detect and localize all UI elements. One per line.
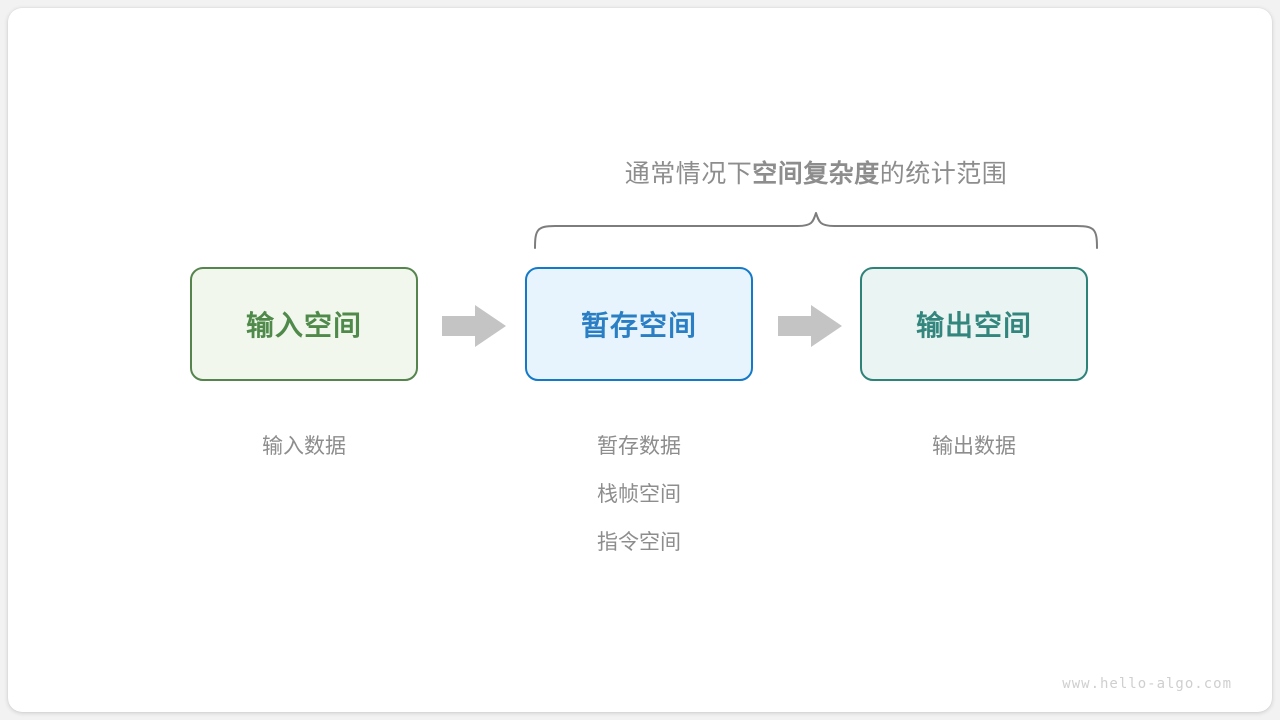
box-temp-space-label: 暂存空间 [580,310,697,341]
label-temp-0: 暂存数据 [597,435,681,458]
labels-input-column: 输入数据 [190,423,418,471]
label-temp-1: 栈帧空间 [597,483,681,506]
label-temp-2: 指令空间 [597,531,681,554]
label-output-0: 输出数据 [932,435,1016,458]
box-output-space[interactable]: 输出空间 [860,267,1088,381]
caption-emphasis: 空间复杂度 [752,160,880,188]
curly-brace-icon [534,212,1098,249]
arrow-right-icon-1 [442,305,506,347]
caption-suffix: 的统计范围 [879,160,1008,188]
caption-prefix: 通常情况下 [624,160,753,188]
box-temp-space[interactable]: 暂存空间 [525,267,753,381]
site-watermark: www.hello-algo.com [1062,676,1232,692]
diagram-card: 通常情况下空间复杂度的统计范围 输入空间 暂存空间 输出空间 输入数据 暂存 [8,8,1272,712]
box-input-space[interactable]: 输入空间 [190,267,418,381]
box-input-space-label: 输入空间 [245,310,362,341]
brace-caption: 通常情况下空间复杂度的统计范围 [8,154,1272,190]
label-input-0: 输入数据 [262,435,346,458]
box-output-space-label: 输出空间 [915,310,1032,341]
arrow-right-icon-2 [778,305,842,347]
labels-temp-column: 暂存数据 栈帧空间 指令空间 [525,423,753,567]
labels-output-column: 输出数据 [860,423,1088,471]
